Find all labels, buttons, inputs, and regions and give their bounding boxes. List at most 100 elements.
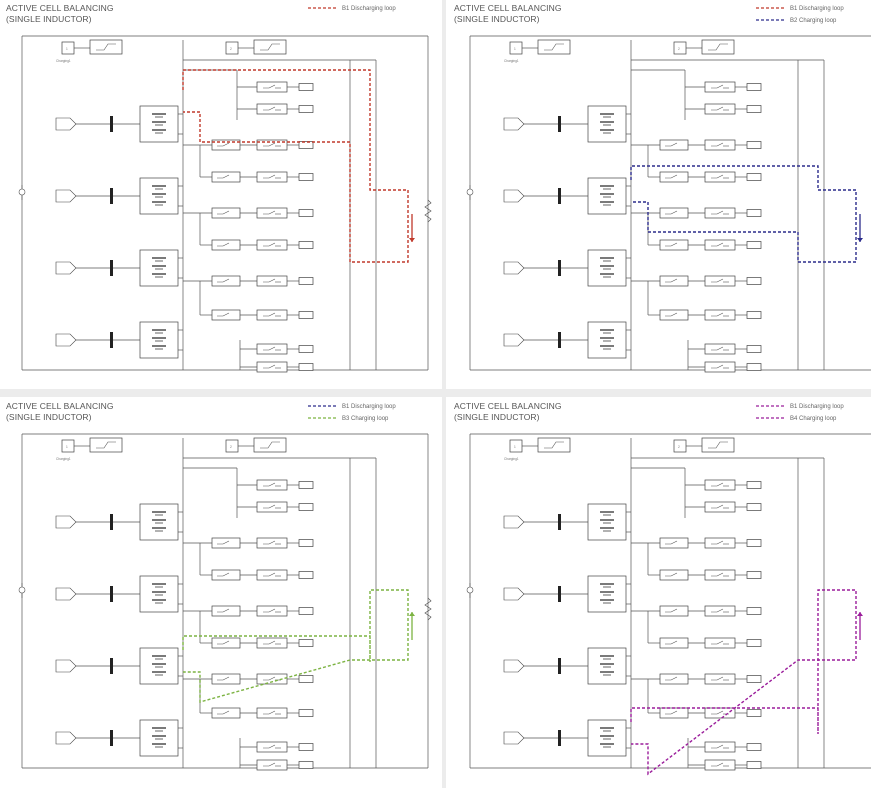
switch-block — [211, 309, 241, 321]
soc-block — [55, 261, 77, 275]
battery-block — [587, 719, 627, 757]
switch-symbol — [263, 312, 276, 317]
switch-row-13 — [659, 707, 705, 719]
gate-signal-block — [746, 141, 762, 149]
switch-symbol — [263, 106, 276, 111]
switch-block — [256, 207, 288, 219]
panel-subtitle: (SINGLE INDUCTOR) — [6, 14, 92, 24]
switch-block — [256, 81, 288, 93]
block-caption: Charging1 — [56, 457, 71, 461]
switch-symbol — [665, 210, 678, 215]
switch-row-11 — [211, 673, 257, 685]
battery-block — [139, 503, 179, 541]
bus-selector — [558, 260, 561, 276]
switch-symbol — [217, 676, 230, 681]
switch-row-15 — [256, 343, 314, 355]
switch-block — [704, 275, 736, 287]
switch-row-9 — [659, 239, 705, 251]
switch-symbol — [263, 174, 276, 179]
panel-1: ACTIVE CELL BALANCING(SINGLE INDUCTOR)B1… — [6, 3, 432, 373]
highlighted-current-loop — [182, 589, 409, 703]
cell-3 — [55, 647, 183, 685]
battery-block — [139, 249, 179, 287]
switch-block — [256, 501, 288, 513]
switch-block — [704, 569, 736, 581]
arrow-head — [409, 612, 415, 616]
dc-source — [466, 188, 474, 196]
block-caption: Charging1 — [504, 59, 519, 63]
switch-block — [704, 707, 736, 719]
switch-symbol — [263, 572, 276, 577]
highlighted-current-loop — [630, 589, 857, 776]
battery-block — [139, 177, 179, 215]
constant-value: 1 — [66, 47, 68, 51]
switch-row-16 — [704, 361, 762, 373]
switch-symbol — [263, 710, 276, 715]
inductor — [424, 199, 432, 223]
switch-block — [659, 207, 689, 219]
switch-block — [704, 741, 736, 753]
switch-row-16 — [704, 759, 762, 771]
switch-row-14 — [256, 309, 314, 321]
bus-selector — [558, 586, 561, 602]
switch-row-14 — [256, 707, 314, 719]
panel-title: ACTIVE CELL BALANCING — [454, 401, 562, 411]
switch-row-1 — [256, 479, 314, 491]
switch-symbol — [217, 710, 230, 715]
bus-selector — [558, 514, 561, 530]
battery-block — [139, 321, 179, 359]
gate-signal-block — [746, 743, 762, 751]
switch-symbol — [263, 762, 276, 767]
gate-signal-block — [746, 83, 762, 91]
switch-row-5 — [211, 171, 257, 183]
switch-symbol — [263, 744, 276, 749]
switch-block — [256, 707, 288, 719]
switch-symbol — [263, 676, 276, 681]
relay-symbol — [96, 43, 116, 51]
switch-row-8 — [704, 605, 762, 617]
relay-symbol — [260, 441, 280, 449]
switch-symbol — [217, 640, 230, 645]
battery-block — [587, 249, 627, 287]
gate-signal-block — [746, 311, 762, 319]
legend-label: B1 Discharging loop — [342, 404, 396, 410]
switch-block — [211, 707, 241, 719]
switch-symbol — [263, 242, 276, 247]
switch-block — [659, 569, 689, 581]
bus-selector — [110, 730, 113, 746]
switch-block — [659, 309, 689, 321]
switch-row-12 — [256, 275, 314, 287]
switch-symbol — [711, 210, 724, 215]
switch-block — [211, 569, 241, 581]
panel-divider-horizontal — [0, 389, 871, 397]
switch-row-4 — [256, 537, 314, 549]
switch-row-10 — [256, 239, 314, 251]
gate-signal-block — [298, 607, 314, 615]
gate-signal-block — [746, 607, 762, 615]
switch-row-6 — [704, 171, 762, 183]
constant-block — [673, 41, 687, 55]
soc-block — [503, 515, 525, 529]
constant-value: 1 — [66, 445, 68, 449]
switch-row-14 — [704, 309, 762, 321]
bus-selector — [110, 188, 113, 204]
switch-symbol — [665, 142, 678, 147]
switch-symbol — [711, 504, 724, 509]
bus-selector — [110, 514, 113, 530]
switch-row-9 — [211, 239, 257, 251]
legend-label: B2 Charging loop — [790, 18, 837, 24]
gate-signal-block — [298, 481, 314, 489]
panel-subtitle: (SINGLE INDUCTOR) — [6, 412, 92, 422]
gate-signal-block — [746, 761, 762, 769]
switch-block — [256, 343, 288, 355]
switch-symbol — [665, 242, 678, 247]
soc-block — [503, 731, 525, 745]
cell-4 — [503, 719, 631, 757]
legend-label: B1 Discharging loop — [342, 6, 396, 12]
switch-block — [659, 605, 689, 617]
gate-signal-block — [298, 241, 314, 249]
legend-label: B4 Charging loop — [790, 416, 837, 422]
switch-symbol — [263, 364, 276, 369]
bus-selector — [558, 658, 561, 674]
cell-4 — [55, 719, 183, 757]
